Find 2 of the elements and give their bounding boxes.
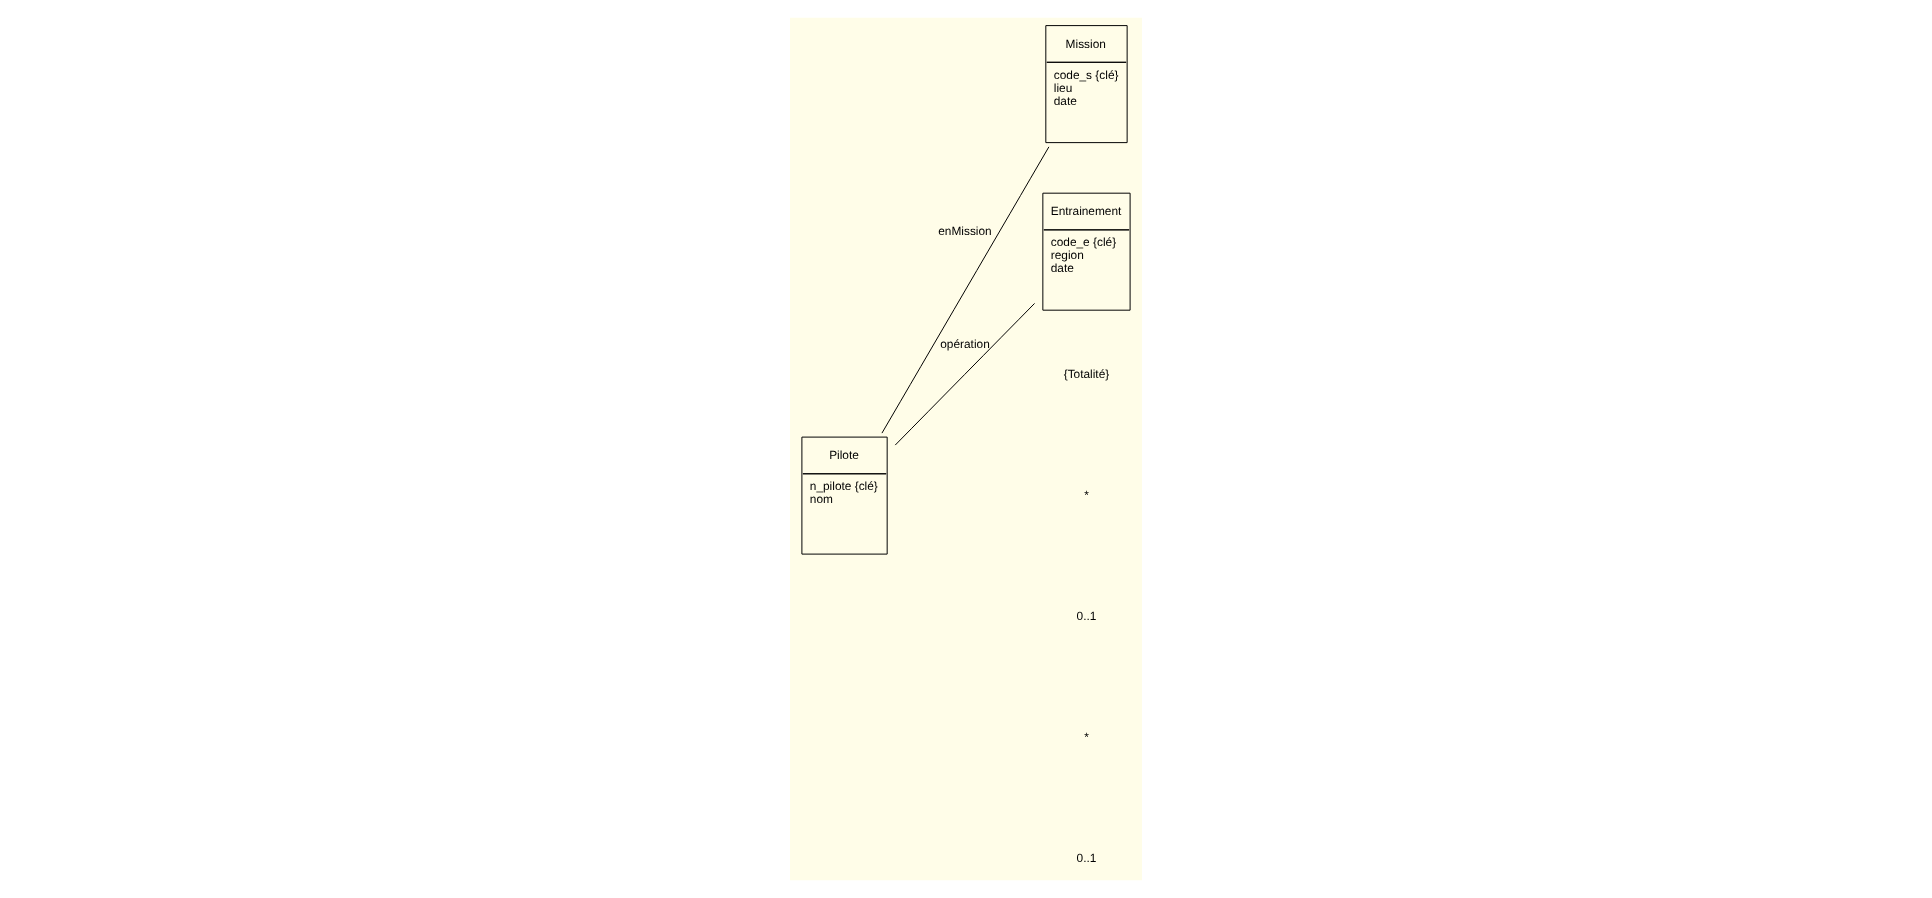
connector [894, 302, 1036, 446]
connector [881, 146, 1050, 434]
